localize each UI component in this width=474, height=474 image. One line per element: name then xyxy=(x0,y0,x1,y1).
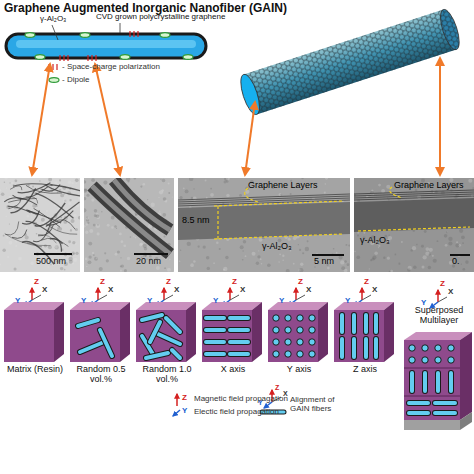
composite-cube: Y axis xyxy=(268,302,330,392)
axis-letter: Z xyxy=(440,280,445,289)
cube-caption: Matrix (Resin) xyxy=(4,365,66,375)
image-annotation: Graphene Layers xyxy=(248,181,318,191)
axis-letter: Z xyxy=(298,278,303,287)
axis-letter: Z xyxy=(166,278,171,287)
axis-letter: Z xyxy=(34,278,39,287)
composite-cube: Random 0.5 vol.% xyxy=(70,302,132,392)
axis-letter: Z xyxy=(100,278,105,287)
legend-text: - Space-charge polarization xyxy=(62,63,160,72)
composite-cube: Random 1.0 vol.% xyxy=(136,302,198,392)
fiber-cylinder xyxy=(237,7,463,116)
node-shape xyxy=(404,332,474,432)
multilayer-cube: Superposed Multilayer xyxy=(404,306,474,436)
cube-caption: Random 0.5 vol.% xyxy=(70,365,132,385)
node-shape xyxy=(4,302,66,364)
zoom-arrow xyxy=(32,58,440,175)
cube-caption: Superposed Multilayer xyxy=(404,306,474,326)
node-shape xyxy=(136,302,198,364)
axis-letter: Y xyxy=(421,299,426,308)
axis-letter: X xyxy=(306,286,311,295)
composite-cube: Z axis xyxy=(334,302,396,392)
image-annotation: 0. xyxy=(452,257,460,267)
composite-cube: X axis xyxy=(202,302,264,392)
legend-sample xyxy=(49,78,59,83)
cube-caption: Random 1.0 vol.% xyxy=(136,365,198,385)
node-shape xyxy=(268,302,330,364)
node-shape xyxy=(70,302,132,364)
axis-letter: X xyxy=(240,286,245,295)
legend-text: Electic field propagation xyxy=(194,408,279,417)
node-shape xyxy=(334,302,396,364)
axis-letter: X xyxy=(448,288,453,297)
node-shape xyxy=(202,302,264,364)
axis-letter: X xyxy=(174,286,179,295)
axis-letter: Z xyxy=(364,278,369,287)
tem-image: 500 nm xyxy=(0,178,80,272)
axis-letter: X xyxy=(42,286,47,295)
axis-letter: Y xyxy=(279,297,284,306)
axis-letter: Y xyxy=(15,297,20,306)
axis-letter: Z xyxy=(275,384,279,392)
image-annotation: 20 nm xyxy=(136,257,161,267)
axis-letter: Y xyxy=(81,297,86,306)
fiber-schematic xyxy=(6,23,206,61)
legend-text: Magnetic field propagation xyxy=(194,395,288,404)
axis-letter: X xyxy=(372,286,377,295)
axis-letter: Y xyxy=(345,297,350,306)
axis-letter: Y xyxy=(147,297,152,306)
legend-text: Alignment of GAIN fibers xyxy=(290,396,354,414)
image-annotation: Graphene Layers xyxy=(394,181,464,191)
composite-cube: Matrix (Resin) xyxy=(4,302,66,392)
image-annotation: 500 nm xyxy=(36,257,66,267)
image-annotation: γ-Al₂O₃ xyxy=(262,242,292,252)
legend-text: - Dipole xyxy=(62,76,90,85)
tem-image: Graphene Layers γ-Al₂O₃ 0. xyxy=(354,178,474,272)
part-label: CVD grown polycrystalline graphene xyxy=(96,13,225,22)
axis-letter: Y xyxy=(182,407,187,416)
legend-sample xyxy=(176,394,178,406)
axis-letter: Z xyxy=(232,278,237,287)
axis-letter: Z xyxy=(182,394,187,403)
tem-image: 20 nm xyxy=(84,178,174,272)
axis-letter: Y xyxy=(213,297,218,306)
cube-caption: Y axis xyxy=(268,365,330,375)
axis-letter: X xyxy=(108,286,113,295)
cube-caption: X axis xyxy=(202,365,264,375)
legend-sample xyxy=(173,410,180,416)
image-annotation: 5 nm xyxy=(314,257,334,267)
image-annotation: γ-Al₂O₃ xyxy=(360,236,390,246)
image-annotation: 8.5 nm xyxy=(182,216,210,226)
tem-image: Graphene Layers 8.5 nm γ-Al₂O₃ 5 nm xyxy=(178,178,350,272)
part-label: γ-Al₂O₃ xyxy=(40,15,66,24)
cube-caption: Z axis xyxy=(334,365,396,375)
